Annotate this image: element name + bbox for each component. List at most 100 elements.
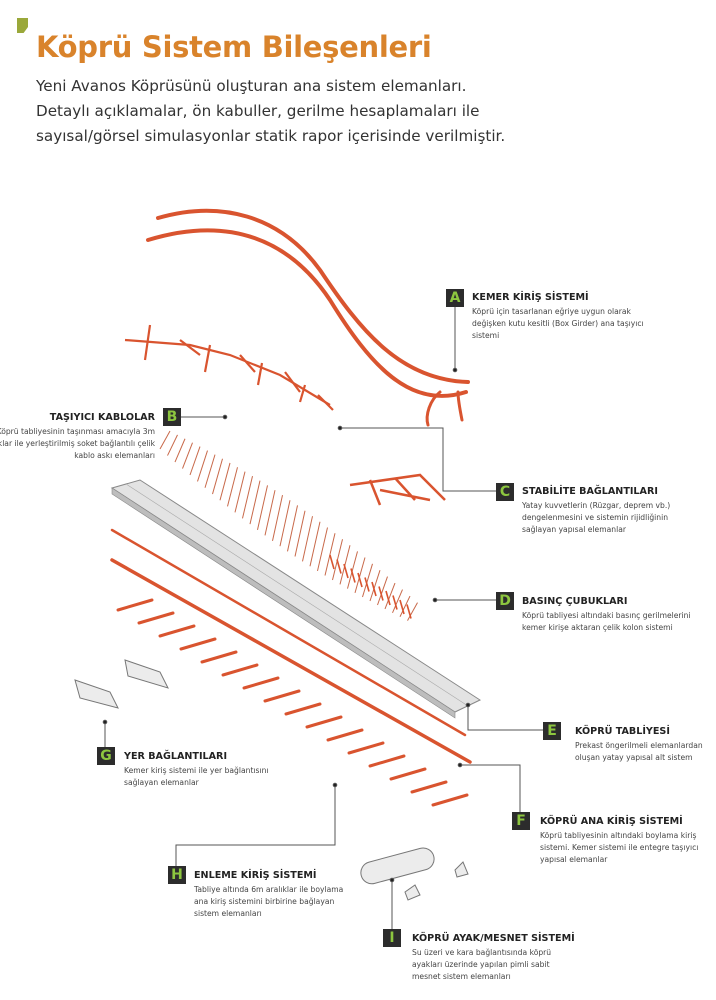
label-title: BASINÇ ÇUBUKLARI [522, 596, 628, 607]
cable [302, 516, 313, 562]
label-yer-baglantilari: YER BAĞLANTILARI Kemer kiriş sistemi ile… [124, 751, 269, 789]
badge-h: H [168, 866, 186, 884]
cable [392, 589, 403, 614]
transverse-beam [221, 663, 259, 677]
label-enleme-kiris-sistemi: ENLEME KİRİŞ SİSTEMİ Tabliye altında 6m … [194, 870, 354, 920]
transverse-beam [179, 637, 217, 651]
stability-bracing-lower [349, 473, 446, 506]
transverse-beam [431, 793, 469, 807]
transverse-beam [347, 741, 385, 755]
transverse-beam [158, 624, 196, 638]
cable [279, 500, 291, 547]
transverse-beam [116, 598, 154, 612]
strut [329, 554, 335, 570]
label-desc: Köprü tabliyesi altındaki basınç gerilme… [522, 611, 691, 632]
cable [249, 480, 261, 525]
corner-tab-marker [17, 18, 28, 33]
label-desc: Yatay kuvvetlerin (Rüzgar, deprem vb.) d… [522, 501, 671, 534]
transverse-beams [116, 598, 469, 807]
cable [287, 505, 298, 552]
label-kopru-ana-kiris-sistemi: KÖPRÜ ANA KİRİŞ SİSTEMİ Köprü tabliyesin… [540, 816, 705, 866]
arch-girders [146, 208, 470, 427]
strut [378, 586, 384, 601]
page-title: Köprü Sistem Bileşenleri [36, 30, 432, 64]
cable [182, 442, 193, 469]
cable [264, 490, 276, 536]
strut [357, 572, 363, 588]
strut [350, 568, 356, 583]
intro-paragraph: Yeni Avanos Köprüsünü oluşturan ana sist… [36, 77, 506, 145]
transverse-beam [263, 689, 301, 703]
cable [369, 570, 381, 602]
label-title: STABİLİTE BAĞLANTILARI [522, 486, 658, 497]
cable [309, 521, 321, 567]
strut [385, 590, 391, 606]
label-title: KEMER KİRİŞ SİSTEMİ [472, 292, 589, 303]
stability-bracing-upper [124, 324, 334, 411]
strut [364, 577, 370, 592]
label-desc: Köprü tabliyesinin altındaki boylama kir… [540, 831, 699, 864]
strut [392, 595, 398, 610]
cable [189, 446, 201, 476]
cable [197, 450, 208, 482]
leader-lines [102, 307, 543, 929]
ground-connections [74, 659, 169, 709]
cable [174, 438, 186, 463]
label-title: KÖPRÜ AYAK/MESNET SİSTEMİ [412, 933, 575, 944]
label-desc: Su üzeri ve kara bağlantısında köprü aya… [412, 948, 552, 981]
badge-c: C [496, 483, 514, 501]
cable [234, 471, 246, 513]
label-stabilite-baglantilari: STABİLİTE BAĞLANTILARI Yatay kuvvetlerin… [522, 486, 697, 536]
cable [242, 475, 253, 519]
label-kemer-kiris-sistemi: KEMER KİRİŞ SİSTEMİ Köprü için tasarlana… [472, 292, 647, 342]
cable [377, 576, 388, 606]
badge-i: I [383, 929, 401, 947]
transverse-beam [242, 676, 280, 690]
strut [336, 559, 342, 574]
transverse-beam [368, 754, 406, 768]
transverse-beam [410, 780, 448, 794]
cable [227, 467, 238, 507]
compression-struts [329, 554, 412, 619]
badge-a: A [446, 289, 464, 307]
label-kopru-ayak-mesnet-sistemi: KÖPRÜ AYAK/MESNET SİSTEMİ Su üzeri ve ka… [412, 933, 575, 983]
cable [317, 527, 328, 572]
cable [257, 485, 268, 530]
label-title: KÖPRÜ TABLİYESİ [575, 726, 670, 737]
label-desc: Kemer kiriş sistemi ile yer bağlantısını… [124, 766, 269, 787]
cable [324, 533, 336, 576]
bridge-piers-bearings [360, 847, 469, 901]
cable [384, 582, 396, 610]
badge-g: G [97, 747, 115, 765]
badge-f: F [512, 812, 530, 830]
cable [219, 462, 231, 501]
badge-d: D [496, 592, 514, 610]
label-title: YER BAĞLANTILARI [124, 751, 228, 762]
transverse-beam [137, 611, 175, 625]
cable [167, 434, 178, 456]
transverse-beam [200, 650, 238, 664]
strut [399, 599, 405, 615]
label-basinc-cubuklari: BASINÇ ÇUBUKLARI Köprü tabliyesi altında… [522, 596, 712, 634]
badge-b: B [163, 408, 181, 426]
transverse-beam [389, 767, 427, 781]
cable [362, 563, 373, 598]
label-title: KÖPRÜ ANA KİRİŞ SİSTEMİ [540, 816, 683, 827]
label-kopru-tabliyesi: KÖPRÜ TABLİYESİ Prekast öngerilmeli elem… [575, 726, 710, 764]
label-desc: Köprü tabliyesinin taşınması amacıyla 3m… [0, 427, 155, 460]
bridge-deck [110, 479, 482, 719]
cable [212, 458, 223, 495]
cable [272, 495, 283, 541]
label-title: ENLEME KİRİŞ SİSTEMİ [194, 870, 317, 881]
strut [371, 581, 377, 597]
cable [294, 510, 306, 557]
cable [347, 551, 358, 589]
badge-e: E [543, 722, 561, 740]
cable [399, 595, 411, 617]
label-desc: Tabliye altında 6m aralıklar ile boylama… [194, 885, 344, 918]
cable [354, 557, 366, 593]
label-tasiyici-kablolar: TAŞIYICI KABLOLAR Köprü tabliyesinin taş… [0, 412, 155, 462]
strut [406, 604, 412, 619]
label-desc: Köprü için tasarlanan eğriye uygun olara… [472, 307, 644, 340]
